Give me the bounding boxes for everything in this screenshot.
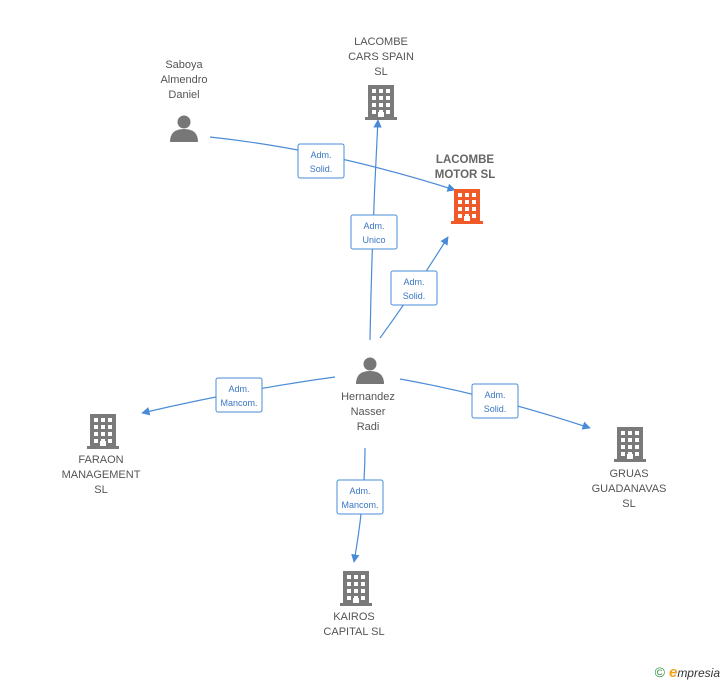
node-label-line: MOTOR SL [435, 169, 495, 181]
person-icon [356, 357, 384, 384]
building-icon [614, 427, 646, 462]
node-label-line: Hernandez [341, 391, 395, 403]
node-lacombe_cars[interactable]: LACOMBE CARS SPAIN SL [348, 36, 414, 120]
building-icon [365, 85, 397, 120]
copyright-symbol: © [654, 664, 665, 680]
node-label-line: GRUAS [609, 468, 648, 480]
edge-label-hernandez-to-lacombe_motor[interactable]: Adm. Solid. [390, 270, 438, 306]
edge-label-box [390, 270, 438, 306]
edge-label-text: Solid. [484, 404, 507, 414]
node-label-line: Saboya [165, 59, 203, 71]
node-label-line: CAPITAL SL [323, 626, 384, 638]
edge-label-text: Adm. [363, 221, 384, 231]
edge-label-hernandez-to-gruas[interactable]: Adm. Solid. [471, 383, 519, 419]
edge-label-text: Adm. [403, 277, 424, 287]
building-icon [451, 189, 483, 224]
edge-label-hernandez-to-faraon[interactable]: Adm. Mancom. [215, 377, 263, 413]
node-label-line: Radi [357, 421, 380, 433]
edge-label-hernandez-to-kairos[interactable]: Adm. Mancom. [336, 479, 384, 515]
edge-label-text: Solid. [310, 164, 333, 174]
node-label-line: SL [374, 66, 387, 78]
node-label-line: Almendro [160, 74, 207, 86]
edge-label-text: Unico [362, 235, 385, 245]
edge-label-box [215, 377, 263, 413]
edge-label-box [350, 214, 398, 250]
node-label-line: Nasser [351, 406, 386, 418]
node-gruas[interactable]: GRUAS GUADANAVAS SL [592, 427, 667, 510]
node-label-line: SL [94, 484, 107, 496]
edge-label-text: Solid. [403, 291, 426, 301]
person-icon [170, 115, 198, 142]
node-lacombe_motor[interactable]: LACOMBE MOTOR SL [435, 154, 495, 224]
brand-rest: mpresia [677, 666, 720, 680]
node-label-line: MANAGEMENT [62, 469, 141, 481]
edge-label-text: Adm. [349, 486, 370, 496]
edge-label-box [336, 479, 384, 515]
edge-label-box [297, 143, 345, 179]
brand-initial: e [668, 664, 678, 681]
node-label-line: LACOMBE [354, 36, 408, 48]
brand-logo: empresia [668, 664, 720, 681]
edge-label-hernandez-to-lacombe_cars[interactable]: Adm. Unico [350, 214, 398, 250]
building-icon [87, 414, 119, 449]
badges-layer: Adm.Solid.Adm.UnicoAdm.Solid.Adm.Mancom.… [215, 143, 519, 515]
node-faraon[interactable]: FARAON MANAGEMENT SL [62, 414, 141, 496]
node-label-line: LACOMBE [436, 154, 494, 166]
node-kairos[interactable]: KAIROS CAPITAL SL [323, 571, 385, 638]
footer-brand[interactable]: ©empresia [655, 664, 720, 681]
node-label-line: Daniel [168, 89, 199, 101]
edge-label-text: Adm. [484, 390, 505, 400]
node-label-line: KAIROS [333, 611, 375, 623]
building-icon [340, 571, 372, 606]
edge-label-box [471, 383, 519, 419]
edge-label-saboya-to-lacombe_motor[interactable]: Adm. Solid. [297, 143, 345, 179]
node-label-line: CARS SPAIN [348, 51, 414, 63]
edge-label-text: Adm. [310, 150, 331, 160]
edge-label-text: Mancom. [341, 500, 378, 510]
node-label-line: GUADANAVAS [592, 483, 667, 495]
edge-label-text: Adm. [228, 384, 249, 394]
node-label-line: FARAON [78, 454, 123, 466]
node-label-line: SL [622, 498, 635, 510]
edge-label-text: Mancom. [220, 398, 257, 408]
